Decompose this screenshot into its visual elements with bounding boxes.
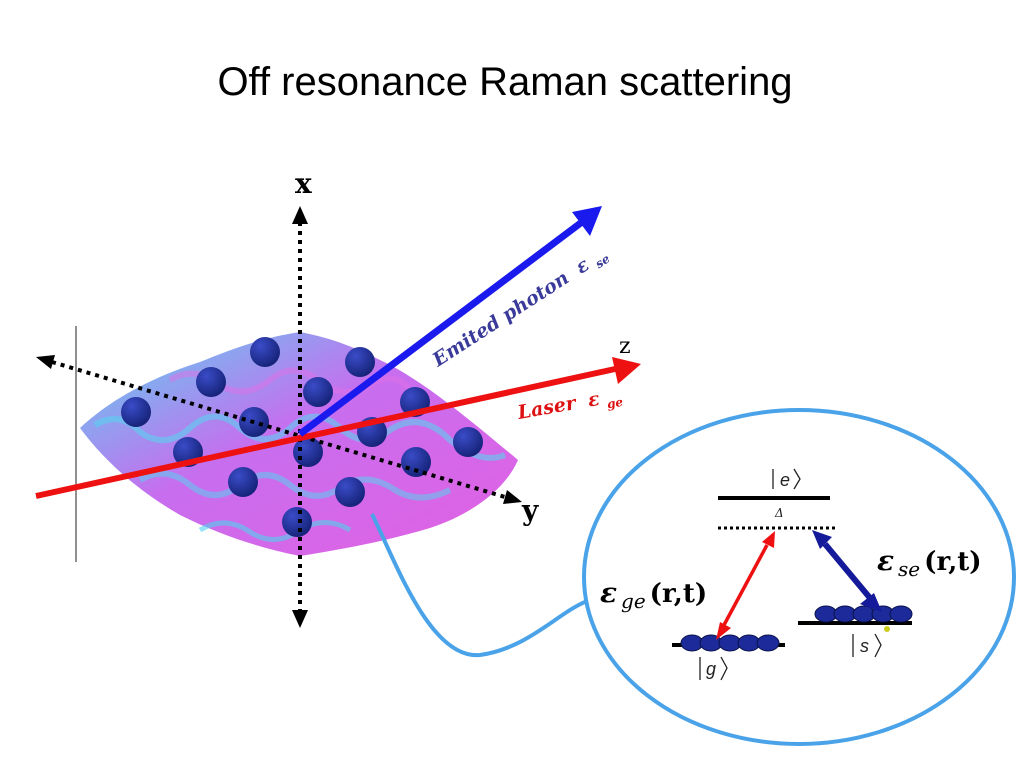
atom	[250, 337, 280, 367]
emission-transition-arrow	[812, 530, 882, 612]
excited-ket: e	[772, 468, 801, 490]
inset-connector	[370, 513, 591, 658]
laser-label-text: Laser	[515, 392, 579, 424]
atom	[228, 467, 258, 497]
svg-text:Emited photon ε: Emited photon ε se	[428, 242, 613, 374]
x-axis-label: x	[295, 167, 312, 200]
atom	[121, 397, 151, 427]
laser-beam	[35, 357, 641, 499]
y-axis	[36, 355, 522, 504]
atom	[335, 477, 365, 507]
laser-transition-arrow	[716, 531, 775, 640]
storage-ket: s	[852, 633, 882, 658]
laser-subscript: ge	[606, 395, 625, 412]
z-axis-label: z	[619, 334, 631, 359]
lattice-atoms	[121, 337, 483, 537]
x-axis	[292, 206, 308, 628]
slide-title: Off resonance Raman scattering	[217, 60, 793, 104]
detuning-label: Δ	[774, 506, 784, 520]
inset-circle	[582, 408, 1016, 746]
storage-atoms	[814, 605, 913, 632]
atom	[196, 367, 226, 397]
ground-atoms	[680, 634, 780, 652]
svg-text:e: e	[780, 470, 790, 490]
emitted-symbol: ε	[572, 253, 594, 278]
atom	[303, 377, 333, 407]
laser-symbol: ε	[586, 388, 602, 412]
ground-ket: g	[699, 656, 728, 681]
svg-text:g: g	[706, 659, 716, 679]
emitted-photon-beam	[297, 206, 602, 437]
energy-level-diagram: e Δ g	[672, 468, 913, 681]
left-field-label: ε ge (r,t)	[600, 576, 707, 613]
y-axis-label: y	[521, 494, 539, 527]
emitted-photon-label: Emited photon ε se	[428, 242, 613, 374]
atom	[453, 427, 483, 457]
svg-text:s: s	[860, 636, 869, 656]
emitted-subscript: se	[593, 251, 613, 271]
atom	[345, 347, 375, 377]
right-field-label: ε se (r,t)	[877, 544, 982, 581]
atom	[282, 507, 312, 537]
